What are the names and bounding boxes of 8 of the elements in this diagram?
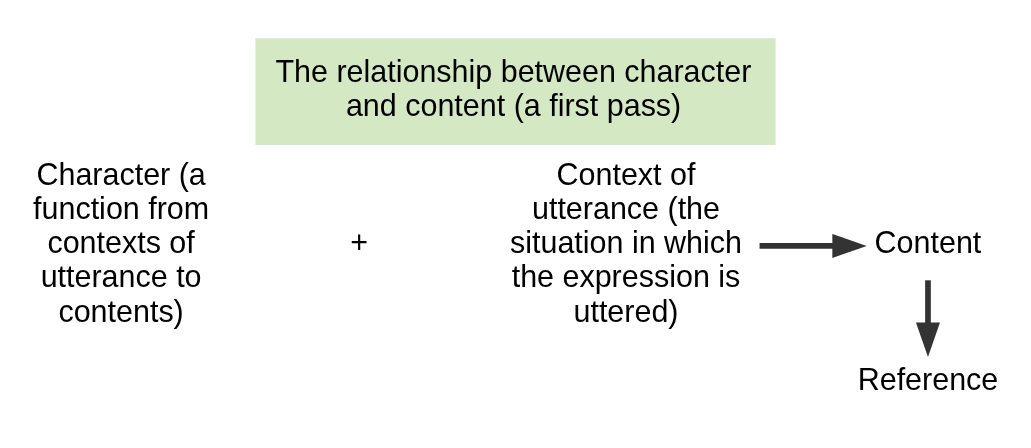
node-text: Context of utterance (the situation in which the expression is uttered) — [509, 156, 743, 328]
node-text: Reference — [857, 362, 999, 397]
label: + — [350, 225, 369, 260]
arrow — [915, 280, 940, 357]
node-text: Character (a function from contexts of utterance to contents) — [33, 156, 210, 328]
node-text: Content — [874, 225, 982, 260]
arrow — [759, 233, 867, 258]
diagram-title: The relationship between character and content (a first pass) — [275, 53, 752, 122]
